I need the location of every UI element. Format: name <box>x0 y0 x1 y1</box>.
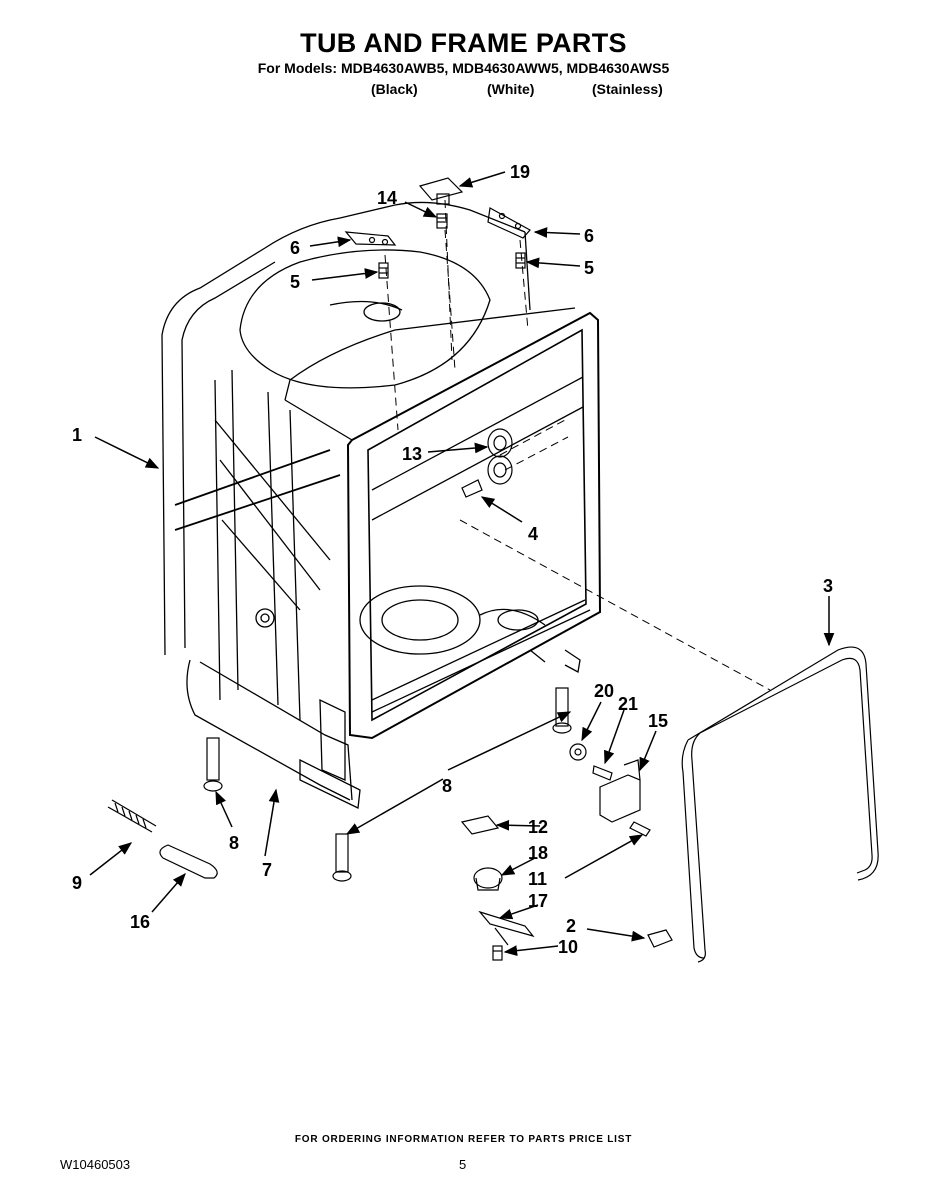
callout-6-left: 6 <box>290 238 300 258</box>
callout-12: 12 <box>528 817 548 837</box>
callout-4: 4 <box>528 524 538 544</box>
callout-2: 2 <box>566 916 576 936</box>
callout-15: 15 <box>648 711 668 731</box>
callout-16: 16 <box>130 912 150 932</box>
callout-18: 18 <box>528 843 548 863</box>
page-title: TUB AND FRAME PARTS <box>300 28 627 58</box>
page-number: 5 <box>459 1157 467 1172</box>
callout-7: 7 <box>262 860 272 880</box>
callout-1: 1 <box>72 425 82 445</box>
callout-3: 3 <box>823 576 833 596</box>
callout-21: 21 <box>618 694 638 714</box>
small-parts <box>107 177 879 963</box>
models-line: For Models: MDB4630AWB5, MDB4630AWW5, MD… <box>257 60 670 76</box>
callout-10: 10 <box>558 937 578 957</box>
callout-labels: 19 14 6 6 5 5 1 13 4 3 20 21 15 8 8 12 1… <box>72 162 833 957</box>
callout-6-right: 6 <box>584 226 594 246</box>
variant-white: (White) <box>487 81 535 97</box>
callout-19: 19 <box>510 162 530 182</box>
callout-11: 11 <box>528 869 547 889</box>
callout-14: 14 <box>377 188 397 208</box>
variant-stainless: (Stainless) <box>592 81 663 97</box>
callout-8-left: 8 <box>229 833 239 853</box>
callout-arrows <box>89 171 835 956</box>
callout-5-left: 5 <box>290 272 300 292</box>
callout-8-right: 8 <box>442 776 452 796</box>
callout-9: 9 <box>72 873 82 893</box>
document-number: W10460503 <box>60 1157 131 1172</box>
callout-13: 13 <box>402 444 422 464</box>
ordering-note: FOR ORDERING INFORMATION REFER TO PARTS … <box>294 1134 633 1145</box>
callout-20: 20 <box>594 681 614 701</box>
alignment-lines <box>384 199 771 691</box>
tub-assembly <box>161 201 602 809</box>
variant-black: (Black) <box>371 81 418 97</box>
callout-5-right: 5 <box>584 258 594 278</box>
callout-17: 17 <box>528 891 548 911</box>
